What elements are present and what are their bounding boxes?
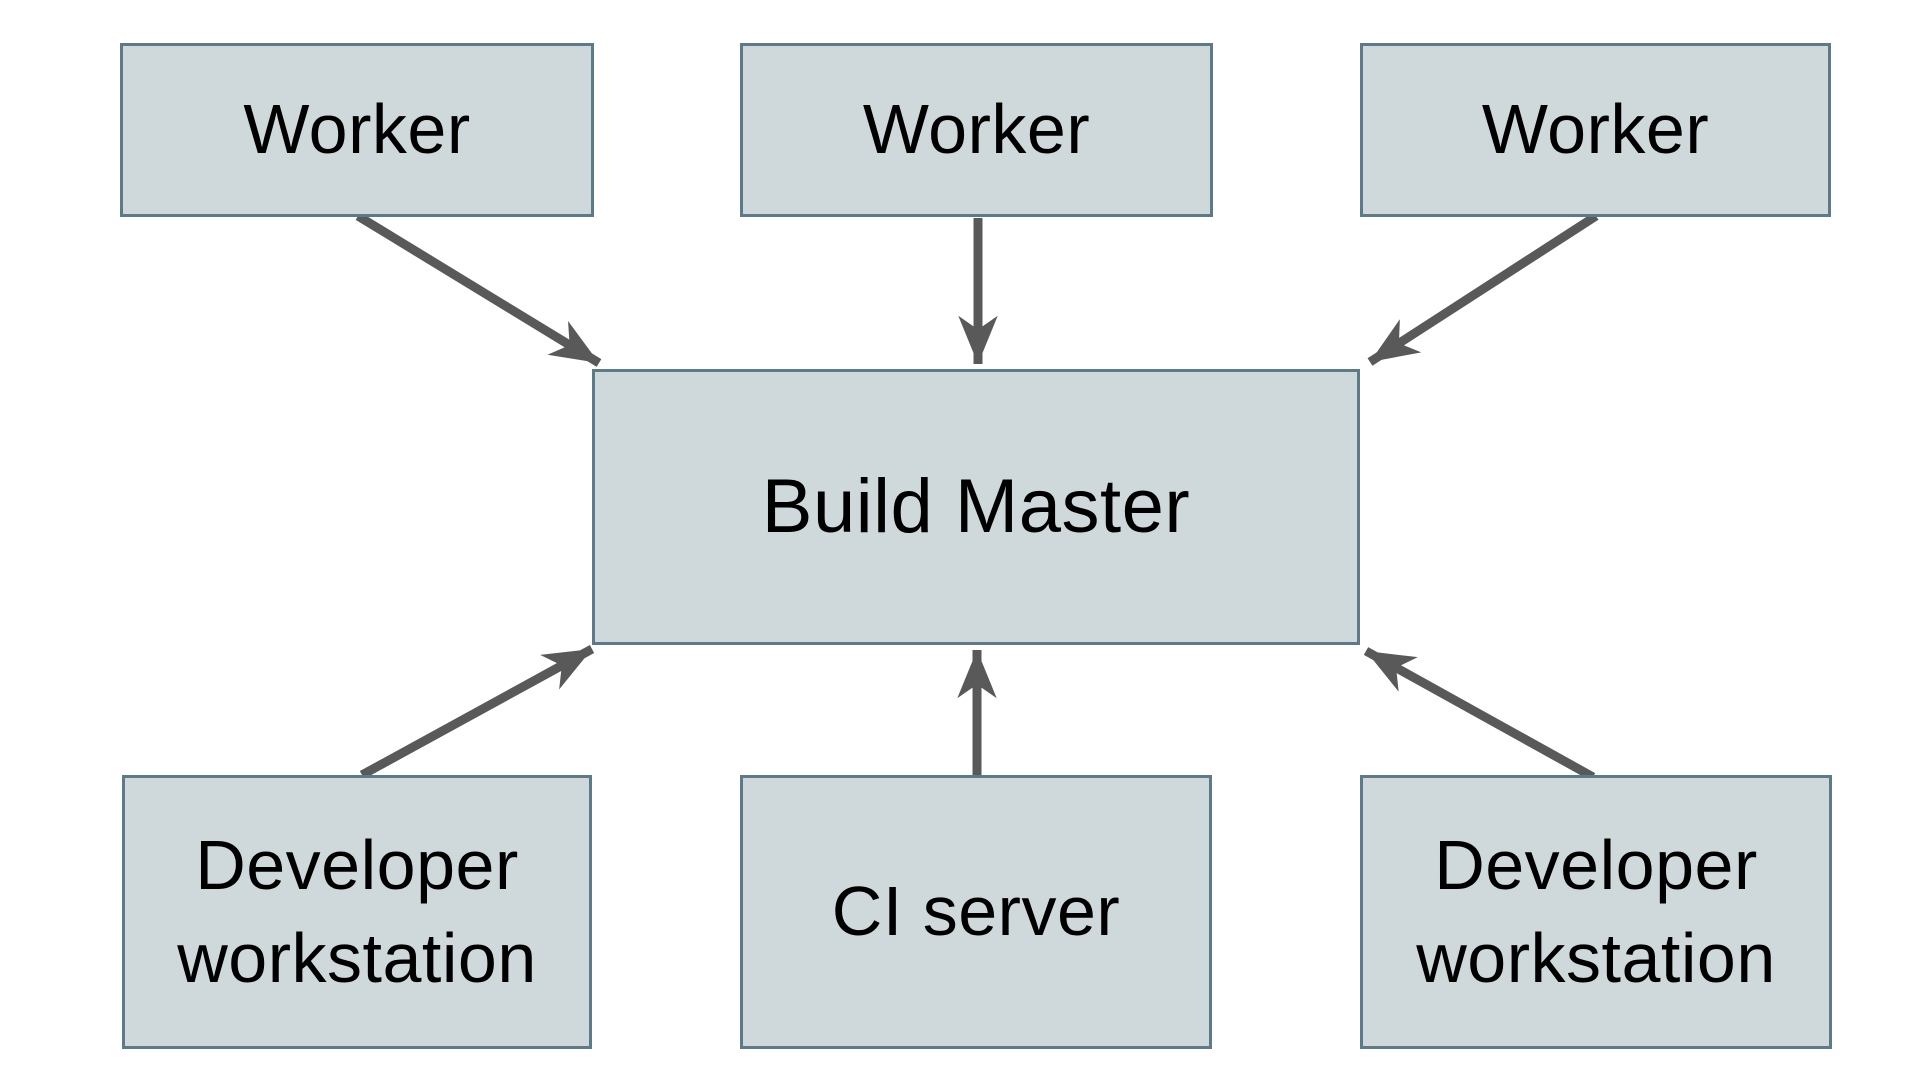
arrow-dev-workstation-left-to-build-master	[359, 645, 595, 779]
node-worker-3: Worker	[1360, 43, 1831, 217]
arrow-worker-1-to-build-master	[355, 212, 602, 367]
node-label: CI server	[831, 872, 1121, 951]
node-label: Build Master	[761, 464, 1191, 550]
node-label: Developer workstation	[177, 825, 537, 997]
node-dev-workstation-right: Developer workstation	[1360, 775, 1832, 1049]
node-label: Worker	[1481, 90, 1710, 169]
node-build-master: Build Master	[592, 369, 1360, 645]
node-worker-2: Worker	[740, 43, 1213, 217]
node-worker-1: Worker	[120, 43, 594, 217]
node-ci-server: CI server	[740, 775, 1212, 1049]
node-label: Worker	[243, 90, 471, 169]
arrow-worker-3-to-build-master	[1367, 212, 1599, 366]
node-label: Worker	[862, 90, 1091, 169]
node-label: Developer workstation	[1416, 825, 1776, 997]
arrow-dev-workstation-right-to-build-master	[1363, 647, 1596, 781]
node-dev-workstation-left: Developer workstation	[122, 775, 592, 1049]
